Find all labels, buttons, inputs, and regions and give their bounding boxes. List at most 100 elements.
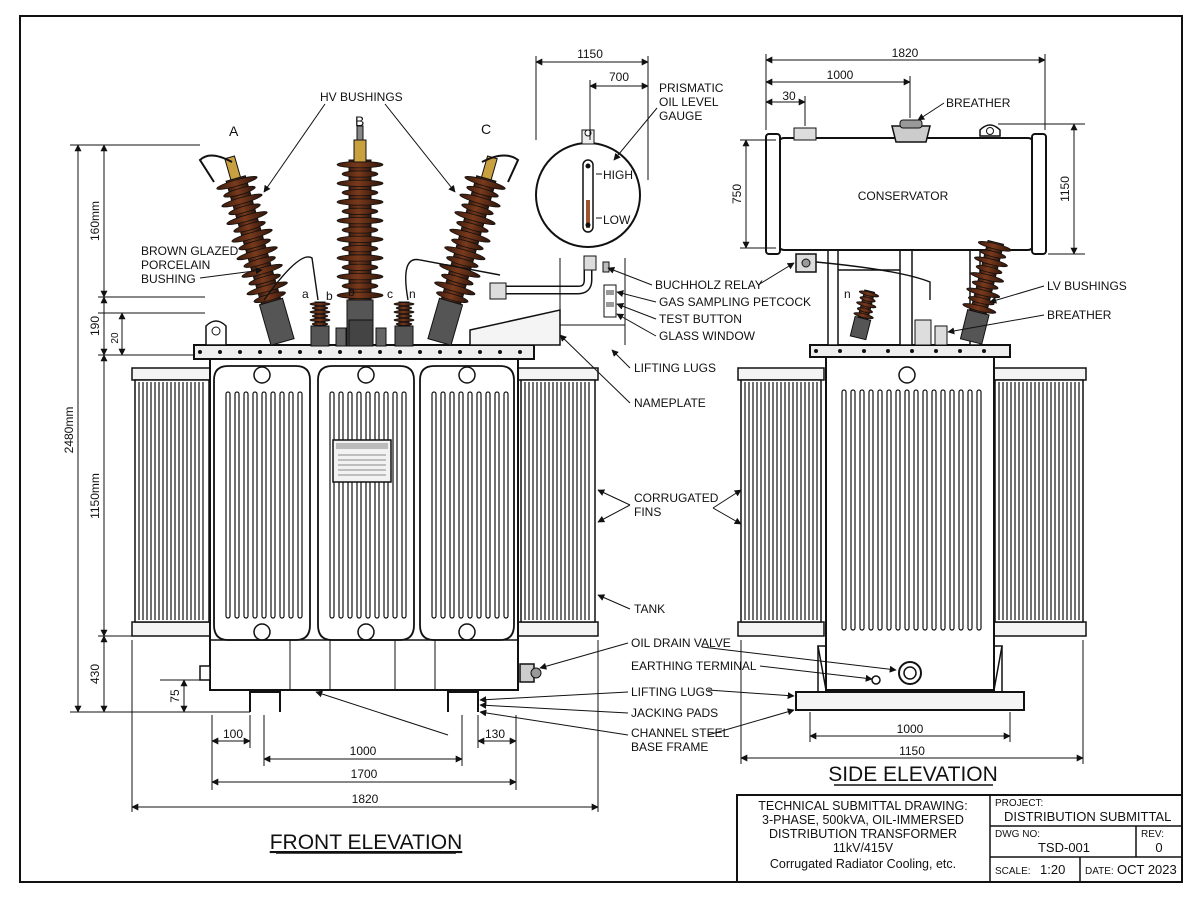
- breather-top-label: BREATHER: [946, 96, 1011, 110]
- dim-75: 75: [168, 689, 182, 703]
- oil-gauge-label-1: PRISMATIC: [659, 81, 724, 95]
- phase-a-label: A: [229, 123, 239, 139]
- corrugated-fins-label-2: FINS: [634, 505, 661, 519]
- buchholz-relay: [559, 255, 626, 345]
- side-base-frame: [795, 691, 1025, 711]
- side-lv-bushing: [849, 289, 880, 341]
- lv-n-label: n: [409, 287, 416, 301]
- brown-glazed-label-2: PORCELAIN: [141, 258, 210, 272]
- oil-drain-valve-label: OIL DRAIN VALVE: [631, 636, 731, 650]
- date-label: DATE:: [1085, 866, 1114, 877]
- side-dimensions: [740, 54, 1085, 764]
- rev-label: REV:: [1141, 829, 1164, 840]
- brown-glazed-label-3: BUSHING: [141, 272, 196, 286]
- lv-a-label: a: [302, 287, 309, 301]
- date-value: OCT 2023: [1117, 862, 1177, 877]
- lifting-lugs-bottom-label: LIFTING LUGS: [631, 685, 713, 699]
- rev-value: 0: [1155, 840, 1162, 855]
- dwg-no-value: TSD-001: [1038, 840, 1090, 855]
- front-base-frame: [210, 689, 518, 712]
- buchholz-relay-label: BUCHHOLZ RELAY: [655, 278, 763, 292]
- front-dimensions: [70, 56, 649, 812]
- front-corrugated-panels: [213, 365, 515, 641]
- hv-bushings-label: HV BUSHINGS: [320, 90, 403, 104]
- title-desc-line-5: Corrugated Radiator Cooling, etc.: [770, 857, 956, 871]
- dim-190: 190: [88, 316, 102, 336]
- hv-bushing-a: [216, 155, 295, 346]
- nameplate: [332, 439, 392, 483]
- lv-b-label: b: [326, 289, 333, 303]
- dim-1000-front: 1000: [350, 744, 377, 758]
- dim-1150-side-bottom: 1150: [899, 744, 925, 758]
- title-desc-line-1: TECHNICAL SUBMITTAL DRAWING:: [758, 799, 968, 813]
- side-n-label: n: [844, 287, 851, 301]
- front-elevation: HIGH LOW HV BUSHINGS A B C BROWN GLAZED …: [131, 90, 641, 712]
- tank-label: TANK: [634, 602, 665, 616]
- front-callouts: PRISMATIC OIL LEVEL GAUGE BUCHHOLZ RELAY…: [315, 81, 811, 754]
- dwg-no-label: DWG NO:: [995, 829, 1040, 840]
- phase-c-label: C: [481, 121, 491, 137]
- dim-30-side: 30: [782, 89, 796, 103]
- front-right-radiator: [517, 367, 599, 637]
- sheet-border: [19, 15, 1183, 883]
- conservator: CONSERVATOR: [765, 119, 1047, 255]
- dim-gauge-700: 700: [609, 70, 629, 84]
- dim-100: 100: [223, 727, 243, 741]
- side-dimension-texts: 1820 1000 30 750 1150 1000 1150: [730, 46, 1072, 758]
- glass-window-label: GLASS WINDOW: [659, 329, 756, 343]
- lv-b2-label: b: [348, 285, 355, 299]
- side-elevation: CONSERVATOR n: [701, 119, 1087, 736]
- nameplate-label: NAMEPLATE: [634, 396, 706, 410]
- project-label: PROJECT:: [995, 798, 1043, 809]
- phase-b-label: B: [355, 113, 364, 129]
- jacking-pads-label: JACKING PADS: [631, 706, 718, 720]
- title-block: TECHNICAL SUBMITTAL DRAWING: 3-PHASE, 50…: [736, 794, 1183, 883]
- title-desc-line-3: DISTRIBUTION TRANSFORMER: [769, 827, 957, 841]
- side-hv-bushing: [959, 239, 1012, 345]
- dim-1820-side: 1820: [892, 46, 919, 60]
- lv-bushings-label: LV BUSHINGS: [1047, 279, 1127, 293]
- channel-steel-label-2: BASE FRAME: [631, 740, 708, 754]
- front-dimension-texts: 2480mm 160mm 190 20 1150mm 430 75 100 13…: [62, 47, 629, 806]
- dim-total-height: 2480mm: [62, 407, 76, 454]
- channel-steel-label-1: CHANNEL STEEL: [631, 726, 730, 740]
- prismatic-oil-level-gauge: HIGH LOW: [535, 129, 641, 248]
- gas-sampling-label: GAS SAMPLING PETCOCK: [659, 295, 811, 309]
- dim-130: 130: [485, 727, 505, 741]
- title-desc-line-4: 11kV/415V: [833, 841, 894, 855]
- hv-terminal-leads: [198, 154, 520, 183]
- front-oil-pipe: [469, 258, 593, 346]
- dim-1150-side-right: 1150: [1058, 176, 1072, 202]
- front-lifting-lug: [205, 320, 227, 346]
- breather-side-label: BREATHER: [1047, 308, 1112, 322]
- corrugated-fins-label-1: CORRUGATED: [634, 491, 719, 505]
- dim-1700: 1700: [351, 767, 378, 781]
- side-right-radiator: [991, 367, 1087, 637]
- lv-bushings-front: [309, 301, 415, 347]
- front-elevation-title: FRONT ELEVATION: [270, 831, 463, 854]
- side-left-radiator: [737, 367, 825, 637]
- dim-tank-height: 1150mm: [88, 473, 102, 519]
- oil-gauge-label-2: OIL LEVEL: [659, 95, 719, 109]
- front-top-cover: [193, 344, 535, 360]
- test-button-label: TEST BUTTON: [659, 312, 742, 326]
- gauge-low-label: LOW: [603, 213, 631, 227]
- lv-c-label: c: [387, 287, 393, 301]
- dim-bushing-height: 160mm: [88, 201, 102, 241]
- title-desc-line-2: 3-PHASE, 500kVA, OIL-IMMERSED: [762, 813, 964, 827]
- front-lower-tank: [199, 639, 542, 691]
- dim-1820-front: 1820: [352, 792, 379, 806]
- dim-gauge-1150: 1150: [577, 47, 603, 61]
- project-value: DISTRIBUTION SUBMITTAL: [1004, 809, 1171, 824]
- lifting-lugs-top-label: LIFTING LUGS: [634, 361, 716, 375]
- conservator-label: CONSERVATOR: [858, 189, 949, 203]
- dim-20: 20: [110, 332, 121, 344]
- hv-bushing-b: [336, 125, 384, 347]
- dim-1000-side-top: 1000: [827, 68, 854, 82]
- side-elevation-title: SIDE ELEVATION: [828, 763, 998, 786]
- hv-bushing-c: [427, 155, 506, 346]
- bushing-leads: [263, 256, 501, 301]
- scale-value: 1:20: [1040, 862, 1065, 877]
